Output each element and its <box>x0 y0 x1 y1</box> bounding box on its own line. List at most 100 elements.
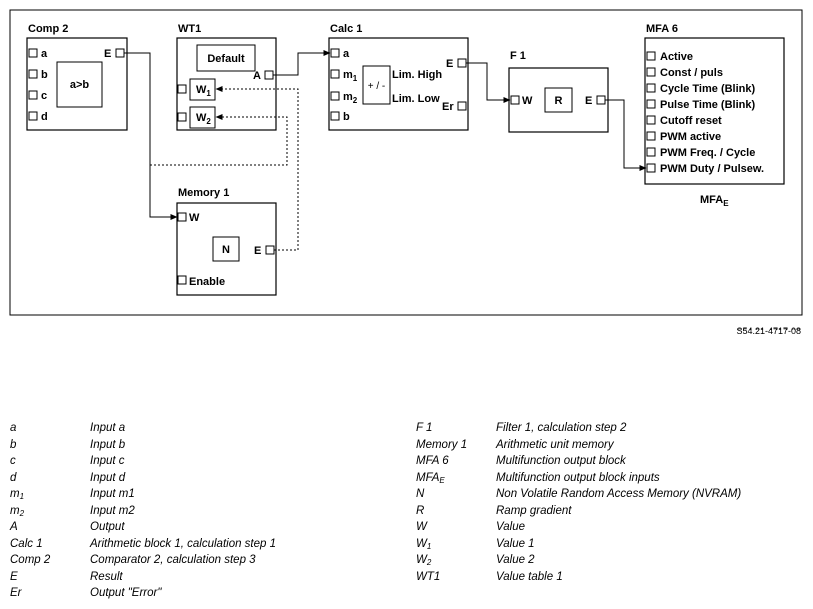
legend-desc: Output <box>90 521 125 533</box>
connector-wt1-to-calc1 <box>273 50 331 76</box>
legend-term: m2 <box>10 503 24 523</box>
comp2-operation-box <box>56 61 103 108</box>
legend-term: Calc 1 <box>10 537 43 550</box>
memory1-enable: Enable <box>189 276 225 288</box>
comp2-title: Comp 2 <box>28 23 68 35</box>
calc1-operation: + / - <box>368 81 386 92</box>
mfa6-input-active: Active <box>660 51 693 63</box>
calc1-input-m2: m2 <box>343 91 358 105</box>
wt1-output-a: A <box>253 70 261 82</box>
legend-term: E <box>10 570 18 583</box>
legend-desc: Value 2 <box>496 554 535 566</box>
legend-term-sub: 1 <box>19 492 25 501</box>
wt1-w1-box <box>189 78 216 101</box>
comp2-input-c: c <box>41 90 47 102</box>
memory1-block: Memory 1 W N E Enable <box>176 187 277 296</box>
diagram-frame <box>9 9 803 316</box>
mfa6-title: MFA 6 <box>646 23 678 35</box>
calc1-input-a: a <box>343 48 350 60</box>
legend-desc: Input d <box>90 471 126 484</box>
legend-desc: Input m1 <box>90 488 135 500</box>
calc1-output-e-port <box>457 58 467 68</box>
legend-term: W <box>416 521 427 533</box>
connector-comp2-to-wt1-w2 <box>150 114 288 166</box>
legend-row: W2 Value 2 <box>416 552 806 569</box>
wt1-w1-port <box>177 84 187 94</box>
memory1-nvram: N <box>222 244 230 256</box>
figure-id: S54.21-4717-08 <box>736 327 801 330</box>
figure-id-text: S54.21-4717-08 <box>736 326 801 336</box>
comp2-input-a: a <box>41 48 48 60</box>
legend-desc: Multifunction output block inputs <box>496 471 660 484</box>
legend-term: W1 <box>416 536 431 556</box>
legend-term: W2 <box>416 552 431 572</box>
legend-desc: Input b <box>90 438 126 451</box>
mfa6-port-pulse-time <box>646 99 656 109</box>
calc1-lim-low: Lim. Low <box>392 93 440 105</box>
legend-term: a <box>10 422 17 434</box>
block-diagram: Comp 2 a b c d a>b E WT1 Default W1 W2 A… <box>9 9 803 330</box>
memory1-output-e: E <box>254 245 261 257</box>
legend-desc: Result <box>90 570 123 583</box>
calc1-output-e: E <box>446 58 453 70</box>
memory1-output-port <box>265 245 275 255</box>
connector-f1-to-mfa6 <box>605 99 647 171</box>
calc1-input-a-port <box>330 48 340 58</box>
calc1-output-er: Er <box>442 101 454 113</box>
comp2-operation: a>b <box>70 79 90 91</box>
wt1-w1-label: W1 <box>196 84 211 98</box>
legend-term: Memory 1 <box>416 438 468 451</box>
comp2-input-b-port <box>28 69 38 79</box>
memory1-title: Memory 1 <box>178 187 229 199</box>
comp2-input-b: b <box>41 69 48 81</box>
legend-row: b Input b <box>10 437 400 454</box>
mfa6-port-pwm-active <box>646 131 656 141</box>
legend-desc: Filter 1, calculation step 2 <box>496 422 627 434</box>
calc1-title: Calc 1 <box>330 23 362 35</box>
f1-title: F 1 <box>510 50 526 62</box>
wt1-block: WT1 Default W1 W2 A <box>176 23 277 131</box>
mfa6-input-const-puls: Const / puls <box>660 67 723 79</box>
legend-term-sub: 1 <box>426 541 432 551</box>
wt1-w2-port <box>177 112 187 122</box>
legend-term: b <box>10 438 17 451</box>
legend-term: MFAE <box>416 470 445 490</box>
legend-row: E Result <box>10 569 400 586</box>
f1-ramp: R <box>555 95 563 107</box>
legend-desc: Ramp gradient <box>496 504 572 517</box>
mfa6-footer: MFAE <box>700 194 729 208</box>
mfa6-input-pulse-time: Pulse Time (Blink) <box>660 99 755 111</box>
wt1-w2-box <box>189 106 216 129</box>
f1-output-port <box>596 95 606 105</box>
legend-term-sub: E <box>439 475 445 485</box>
legend-desc: Value <box>496 521 525 533</box>
connector-calc1-to-f1 <box>466 62 511 103</box>
comp2-input-c-port <box>28 90 38 100</box>
connector-memory1-to-wt1-w1 <box>215 86 299 251</box>
comp2-input-d: d <box>41 111 48 123</box>
f1-output-e: E <box>585 95 592 107</box>
wt1-default-label: Default <box>207 53 245 65</box>
calc1-input-m1: m1 <box>343 69 358 83</box>
legend-term: WT1 <box>416 570 441 583</box>
legend-term-main: m <box>10 504 20 517</box>
calc1-block: Calc 1 a m1 m2 b + / - Lim. High Lim. Lo… <box>328 23 469 131</box>
f1-input-port <box>510 95 520 105</box>
connector-comp2-to-memory1 <box>124 52 178 220</box>
legend-term-main: MFA <box>416 471 440 484</box>
f1-ramp-box <box>544 87 573 113</box>
calc1-input-b: b <box>343 111 350 123</box>
legend-row: MFAE Multifunction output block inputs <box>416 470 806 487</box>
calc1-operation-box <box>362 65 391 105</box>
mfa6-block: MFA 6 Active Const / puls Cycle Time (Bl… <box>644 23 785 208</box>
